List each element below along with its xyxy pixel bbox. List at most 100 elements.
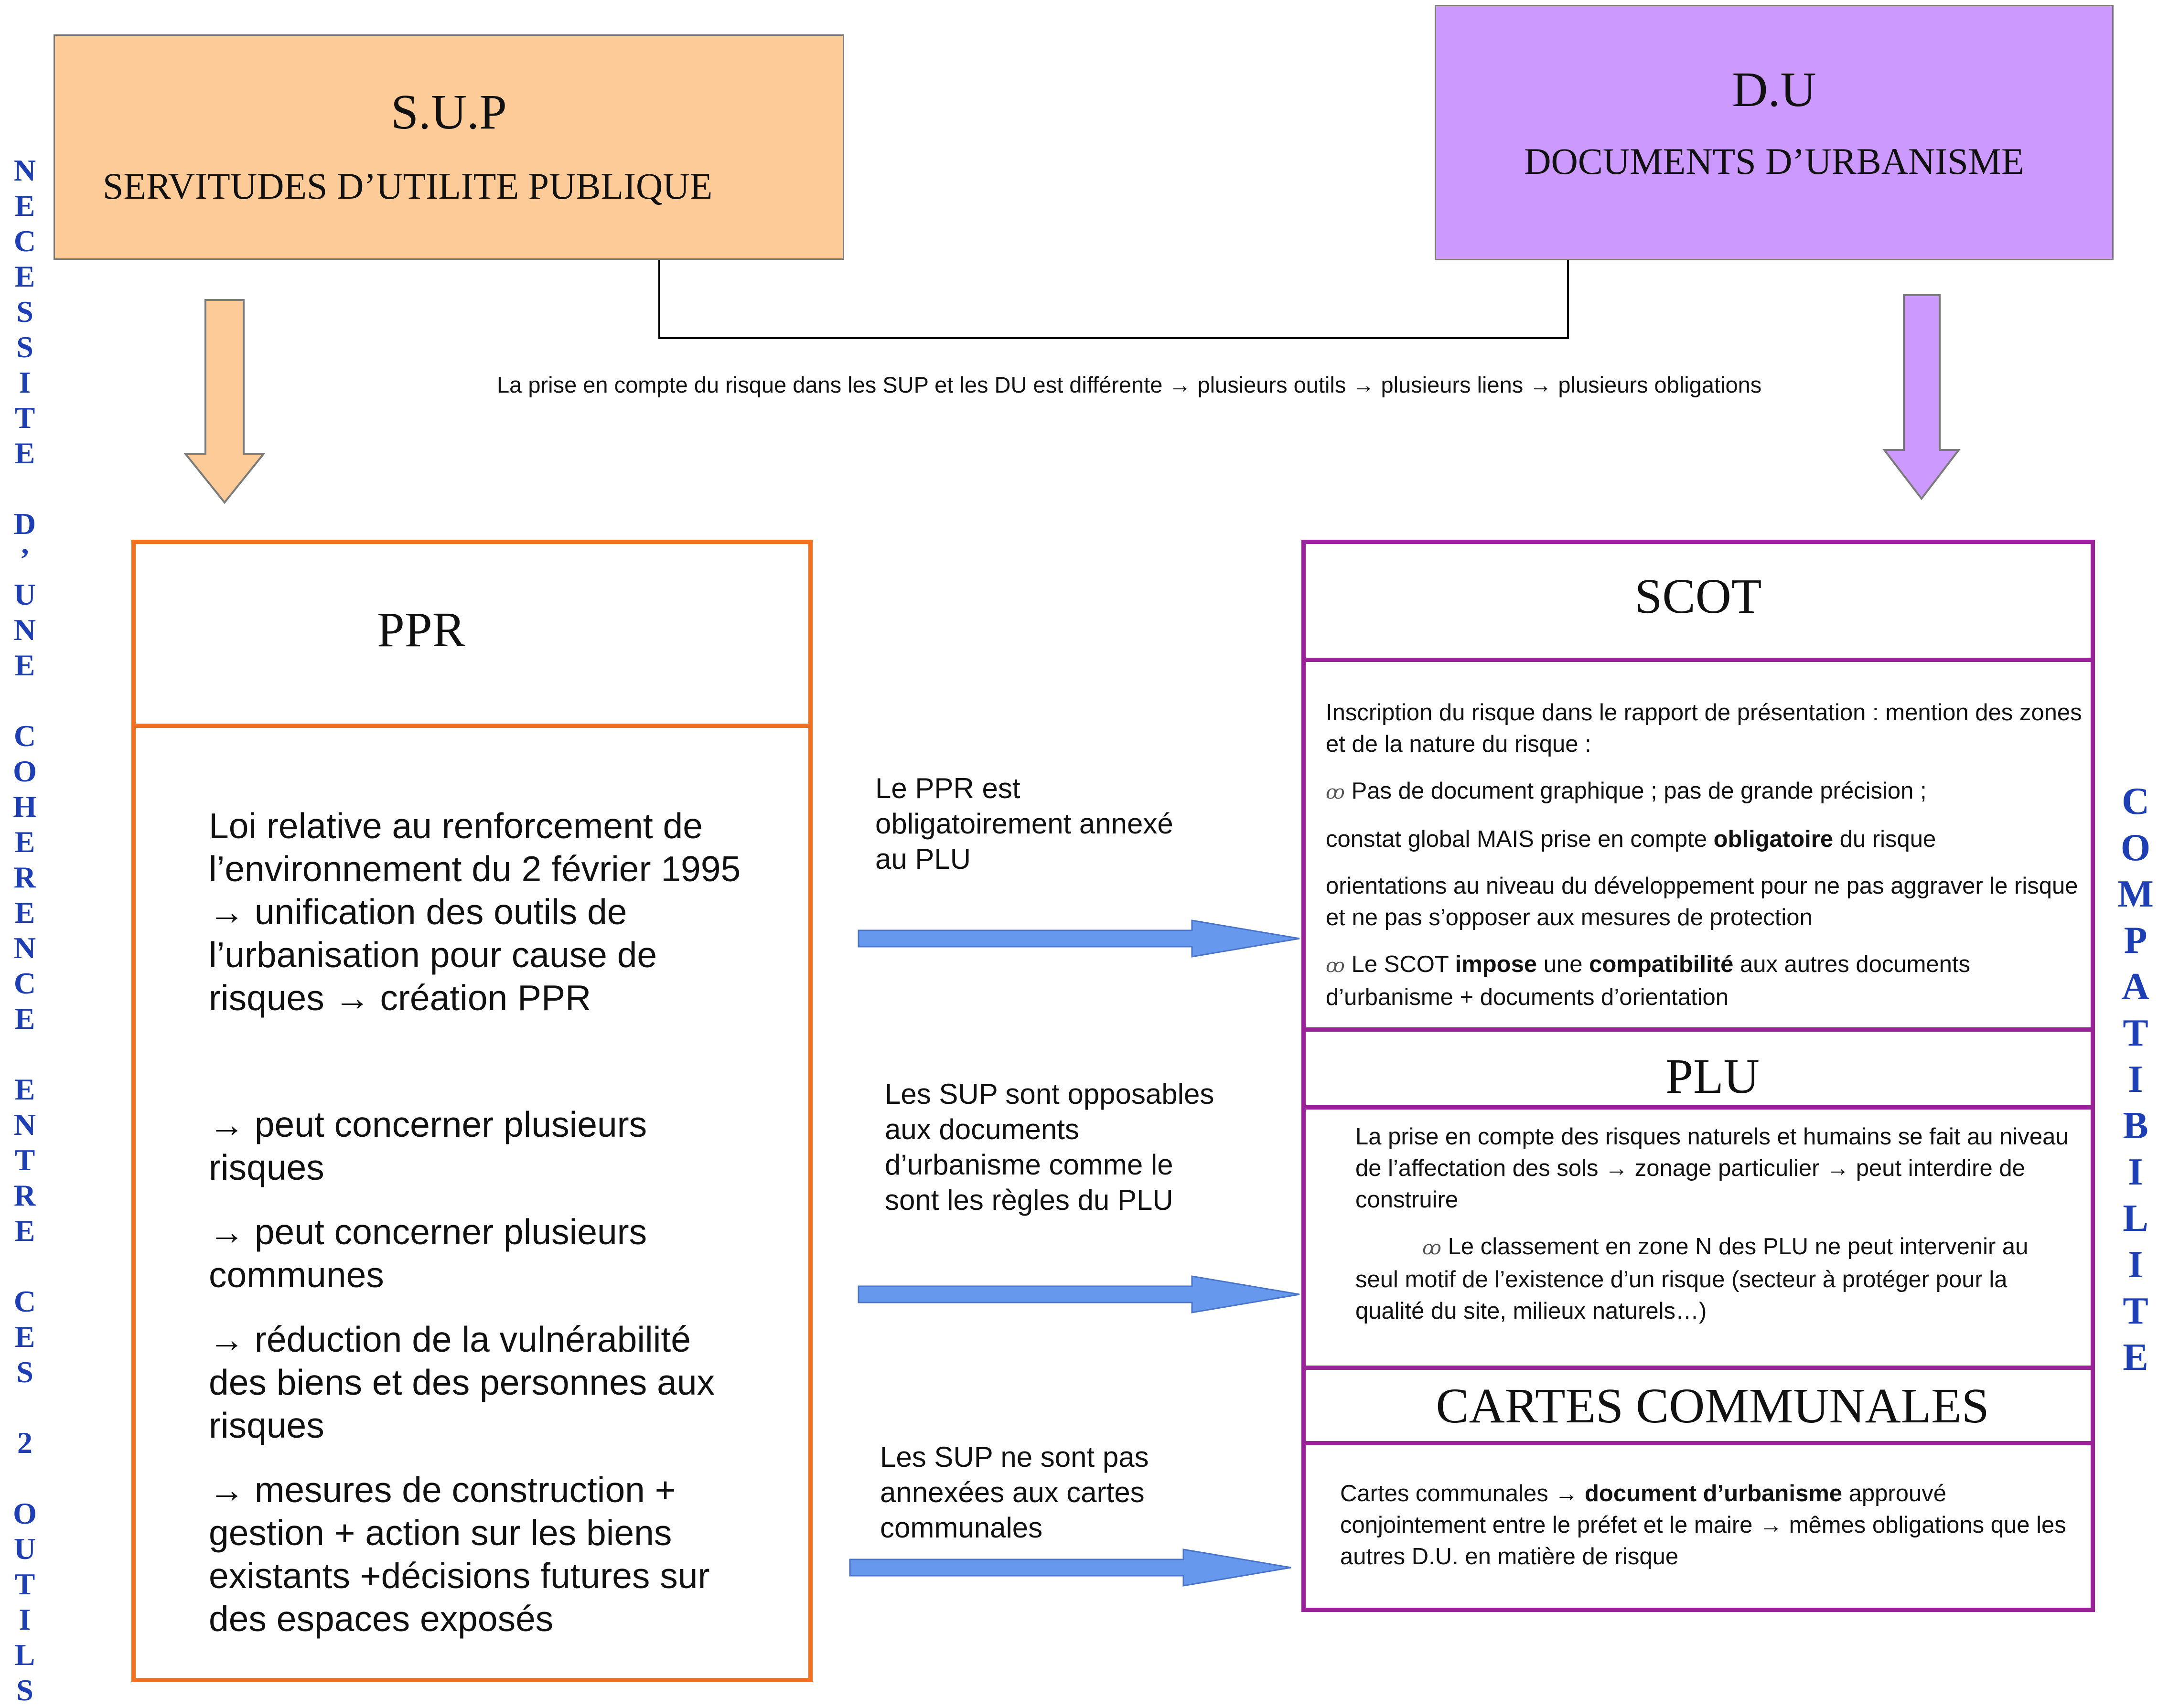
ppr-title: PPR (377, 602, 466, 657)
vertical-letter: D (13, 507, 36, 541)
vertical-letter: E (14, 1072, 35, 1106)
scot-text: du risque (1833, 826, 1936, 852)
du-down-arrow (1882, 294, 1961, 501)
ppr-header: PPR (136, 544, 808, 728)
plu-text: La prise en compte des risques naturels … (1355, 1124, 2069, 1213)
plu-text: Le classement en zone N des PLU ne peut … (1355, 1234, 2029, 1324)
scot-title: SCOT (1634, 569, 1762, 624)
link-text: La prise en compte du risque dans les SU… (497, 372, 1762, 397)
vertical-letter: I (2128, 1058, 2143, 1100)
vertical-letter: L (2123, 1197, 2148, 1239)
scot-bullet: ꝏ Pas de document graphique ; pas de gra… (1326, 775, 2085, 808)
vertical-letter: N (13, 613, 36, 647)
du-title: D.U (1732, 62, 1816, 117)
sup-down-arrow (183, 299, 266, 504)
vertical-letter: R (13, 1178, 36, 1212)
ppr-box: PPR Loi relative au renforcement de l’en… (131, 540, 813, 1682)
vertical-letter: P (2124, 919, 2147, 961)
vertical-letter: E (14, 189, 35, 223)
plu-body: La prise en compte des risques naturels … (1355, 1121, 2077, 1327)
scot-divider (1306, 658, 2091, 662)
vertical-letter: S (16, 295, 33, 329)
vertical-letter: E (14, 1214, 35, 1248)
vertical-gap (6, 683, 44, 718)
du-documents-box: SCOT Inscription du risque dans le rappo… (1301, 540, 2095, 1612)
ppr-point: → réduction de la vulnérabilité des bien… (209, 1319, 715, 1445)
ppr-point: → peut concerner plusieurs risques (209, 1104, 647, 1187)
vertical-letter: E (14, 648, 35, 682)
vertical-letter: T (2123, 1012, 2148, 1054)
sup-title: S.U.P (391, 85, 507, 139)
vertical-letter: E (14, 1002, 35, 1035)
vertical-letter: B (2123, 1105, 2148, 1147)
glasses-icon: ꝏ (1326, 955, 1345, 977)
vertical-letter: U (13, 1532, 36, 1566)
vertical-letter: O (2120, 827, 2151, 869)
vertical-letter: O (13, 1496, 37, 1530)
blue-arrow-cartes (849, 1548, 1291, 1587)
blue-arrow-scot (858, 919, 1300, 958)
vertical-letter: H (13, 790, 37, 823)
vertical-letter: ’ (20, 542, 30, 576)
vertical-letter: C (13, 966, 36, 1000)
vertical-letter: E (14, 896, 35, 929)
vertical-letter: I (19, 365, 31, 399)
scot-bold-text: compatibilité (1589, 951, 1734, 977)
vertical-letter: M (2117, 873, 2154, 915)
vertical-letter: I (2128, 1151, 2143, 1193)
scot-text: orientations au niveau du développement … (1326, 873, 2078, 930)
plu-divider (1306, 1105, 2091, 1110)
vertical-letter: E (14, 825, 35, 859)
scot-text: une (1537, 951, 1589, 977)
arrow-text-sup-cartes: Les SUP ne sont pas annexées aux cartes … (880, 1441, 1149, 1544)
plu-title: PLU (1665, 1049, 1760, 1104)
plu-divider-top (1306, 1027, 2091, 1032)
cartes-divider (1306, 1441, 2091, 1445)
scot-text: Pas de document graphique ; pas de grand… (1351, 778, 1927, 804)
vertical-letter: L (14, 1638, 35, 1672)
du-box: D.U DOCUMENTS D’URBANISME (1435, 5, 2114, 260)
vertical-letter: T (2123, 1290, 2148, 1332)
vertical-letter: I (19, 1602, 31, 1636)
scot-line: constat global MAIS prise en compte obli… (1326, 823, 2085, 855)
cartes-text-part: Cartes communales → (1340, 1481, 1585, 1506)
vertical-letter: C (13, 224, 36, 258)
vertical-letter: E (14, 259, 35, 293)
ppr-point: → mesures de construction + gestion + ac… (209, 1470, 710, 1639)
vertical-letter: U (13, 577, 36, 611)
vertical-gap (6, 1249, 44, 1284)
scot-bold-text: impose (1455, 951, 1537, 977)
scot-body: Inscription du risque dans le rapport de… (1326, 697, 2085, 1013)
scot-bold-text: obligatoire (1713, 826, 1834, 852)
vertical-letter: E (2123, 1336, 2148, 1378)
vertical-letter: S (16, 1355, 33, 1389)
vertical-letter: S (16, 330, 33, 364)
arrow-text-ppr: Le PPR est obligatoirement annexé au PLU (875, 772, 1173, 875)
vertical-letter: T (14, 1567, 35, 1601)
scot-text: aux autres documents d’urbanisme + docum… (1326, 951, 1971, 1010)
ppr-point: → peut concerner plusieurs communes (209, 1212, 647, 1295)
vertical-letter: E (14, 436, 35, 470)
scot-text: constat global MAIS prise en compte (1326, 826, 1714, 852)
plu-bullet: ꝏ Le classement en zone N des PLU ne peu… (1355, 1231, 2077, 1327)
vertical-gap (6, 1390, 44, 1425)
vertical-letter: A (2122, 966, 2149, 1008)
du-subtitle: DOCUMENTS D’URBANISME (1524, 140, 2024, 182)
connector-line (658, 260, 1569, 339)
glasses-icon: ꝏ (1326, 781, 1345, 803)
vertical-letter: N (13, 931, 36, 965)
cartes-title: CARTES COMMUNALES (1436, 1378, 1989, 1433)
sup-subtitle: SERVITUDES D’UTILITE PUBLIQUE (103, 165, 713, 207)
scot-bullet: ꝏ Le SCOT impose une compatibilité aux a… (1326, 949, 2085, 1013)
cartes-text-part: approuvé conjointement entre le préfet e… (1340, 1481, 2066, 1569)
glasses-icon: ꝏ (1422, 1237, 1441, 1259)
cartes-bold-text: document d’urbanisme (1584, 1481, 1843, 1506)
blue-arrow-plu (858, 1275, 1300, 1313)
cartes-body: Cartes communales → document d’urbanisme… (1340, 1478, 2066, 1572)
vertical-letter: 2 (17, 1426, 32, 1460)
vertical-gap (6, 1461, 44, 1496)
vertical-letter: T (14, 401, 35, 435)
vertical-letter: N (13, 153, 36, 187)
vertical-letter: T (14, 1143, 35, 1177)
